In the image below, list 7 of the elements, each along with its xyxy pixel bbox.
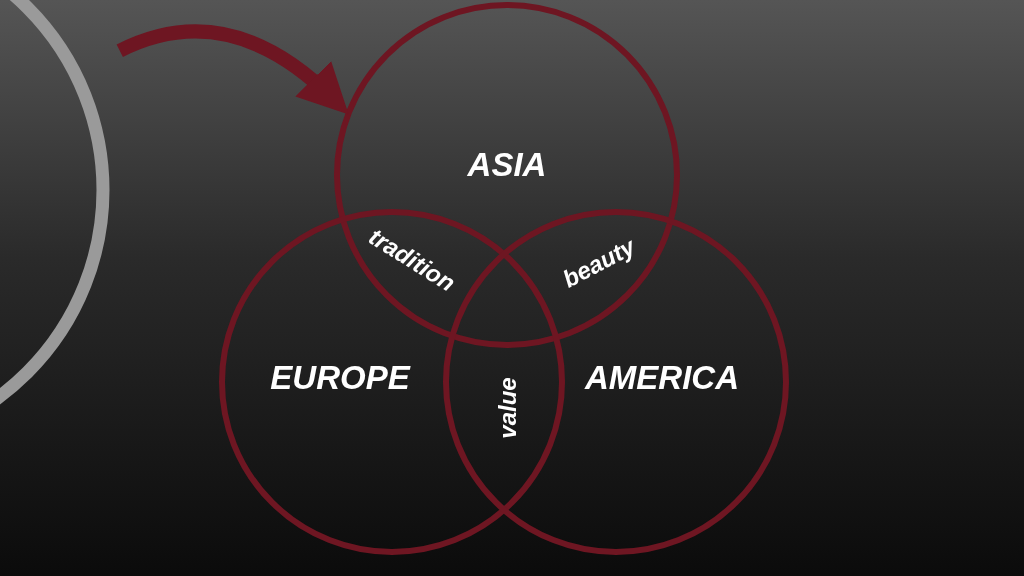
- venn-circle: [219, 209, 565, 555]
- venn-circle: [334, 2, 680, 348]
- overlap-label: value: [494, 377, 522, 439]
- region-label: ASIA: [467, 146, 547, 184]
- curved-arrow: [116, 24, 350, 115]
- region-label: EUROPE: [270, 359, 410, 397]
- region-label: AMERICA: [585, 359, 739, 397]
